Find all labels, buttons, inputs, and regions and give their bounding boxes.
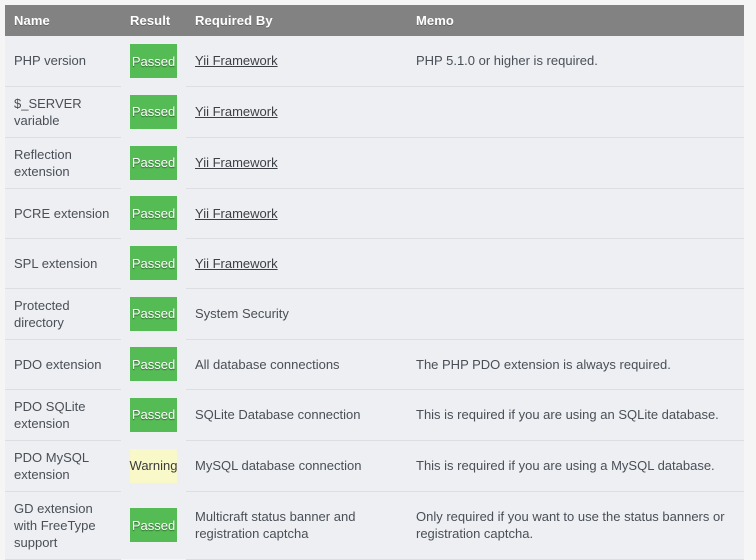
cell-requirement-name: SPL extension	[5, 237, 121, 288]
cell-required-by: Yii Framework	[186, 136, 407, 188]
cell-memo: The PHP PDO extension is always required…	[407, 338, 744, 389]
cell-memo: This is required if you are using a MySQ…	[407, 439, 744, 491]
table-row: PDO MySQL extension Warning MySQL database…	[5, 439, 744, 491]
cell-required-by: Yii Framework	[186, 36, 407, 86]
column-header-name[interactable]: Name	[5, 5, 121, 36]
required-by-text: System Security	[195, 306, 289, 321]
status-badge-passed: Passed	[130, 145, 177, 180]
cell-requirement-name: PDO extension	[5, 338, 121, 389]
required-by-link[interactable]: Yii Framework	[195, 155, 278, 170]
column-header-memo[interactable]: Memo	[407, 5, 744, 36]
required-by-text: All database connections	[195, 356, 340, 372]
status-badge-passed: Passed	[130, 508, 177, 542]
cell-required-by: System Security	[186, 287, 407, 339]
cell-requirement-name: PDO MySQL extension	[5, 439, 121, 491]
status-badge-passed: Passed	[130, 246, 177, 280]
cell-result: Passed	[121, 491, 186, 559]
cell-required-by: Yii Framework	[186, 187, 407, 238]
cell-requirement-name: GD extension with FreeType support	[5, 490, 121, 560]
cell-required-by: All database connections	[186, 338, 407, 389]
cell-requirement-name: $_SERVER variable	[5, 85, 121, 137]
required-by-text: Multicraft status banner and registratio…	[195, 509, 356, 541]
cell-required-by: Yii Framework	[186, 85, 407, 137]
cell-memo	[407, 136, 744, 188]
table-row: Reflection extension Passed Yii Framework	[5, 136, 744, 188]
table-row: Protected directory Passed System Security	[5, 287, 744, 339]
table-row: PHP version Passed Yii Framework PHP 5.1.0 …	[5, 36, 744, 86]
table-header-row: Name Result Required By Memo	[5, 5, 744, 36]
cell-required-by: MySQL database connection	[186, 439, 407, 491]
required-by-link[interactable]: Yii Framework	[195, 205, 278, 221]
status-badge-passed: Passed	[130, 44, 177, 78]
table-row: PDO SQLite extension Passed SQLite Databas…	[5, 388, 744, 440]
status-badge-warning: Warning	[130, 448, 177, 483]
cell-result: Passed	[121, 389, 186, 440]
cell-memo	[407, 187, 744, 238]
required-by-text: SQLite Database connection	[195, 407, 361, 422]
cell-requirement-name: PDO SQLite extension	[5, 388, 121, 440]
cell-requirement-name: Protected directory	[5, 287, 121, 339]
cell-result: Passed	[121, 238, 186, 288]
cell-memo	[407, 237, 744, 288]
required-by-link[interactable]: Yii Framework	[195, 104, 278, 119]
cell-required-by: Yii Framework	[186, 237, 407, 288]
table-row: GD extension with FreeType support Passed…	[5, 490, 744, 560]
cell-required-by: SQLite Database connection	[186, 388, 407, 440]
cell-memo: PHP 5.1.0 or higher is required.	[407, 36, 744, 86]
cell-result: Passed	[121, 86, 186, 137]
column-header-result[interactable]: Result	[121, 5, 186, 36]
requirement-check-page: Name Result Required By Memo PHP version…	[5, 5, 744, 560]
table-row: SPL extension Passed Yii Framework	[5, 237, 744, 288]
status-badge-passed: Passed	[130, 347, 177, 381]
cell-result: Passed	[121, 137, 186, 188]
table-header: Name Result Required By Memo	[5, 5, 744, 36]
cell-requirement-name: Reflection extension	[5, 136, 121, 188]
cell-memo: Only required if you want to use the sta…	[407, 490, 744, 560]
cell-memo: This is required if you are using an SQL…	[407, 388, 744, 440]
status-badge-passed: Passed	[130, 397, 177, 432]
cell-requirement-name: PHP version	[5, 36, 121, 86]
table-row: PDO extension Passed All database connecti…	[5, 338, 744, 389]
requirements-table: Name Result Required By Memo PHP version…	[5, 5, 744, 560]
column-header-required-by[interactable]: Required By	[186, 5, 407, 36]
status-badge-passed: Passed	[130, 296, 177, 331]
cell-result: Warning	[121, 440, 186, 491]
cell-required-by: Multicraft status banner and registratio…	[186, 490, 407, 560]
required-by-text: MySQL database connection	[195, 458, 362, 473]
required-by-link[interactable]: Yii Framework	[195, 53, 278, 69]
table-row: $_SERVER variable Passed Yii Framework	[5, 85, 744, 137]
status-badge-passed: Passed	[130, 94, 177, 129]
cell-result: Passed	[121, 288, 186, 339]
cell-requirement-name: PCRE extension	[5, 187, 121, 238]
cell-memo	[407, 85, 744, 137]
cell-result: Passed	[121, 339, 186, 389]
cell-result: Passed	[121, 188, 186, 238]
required-by-link[interactable]: Yii Framework	[195, 255, 278, 271]
cell-result: Passed	[121, 36, 186, 86]
status-badge-passed: Passed	[130, 196, 177, 230]
cell-memo	[407, 287, 744, 339]
table-row: PCRE extension Passed Yii Framework	[5, 187, 744, 238]
